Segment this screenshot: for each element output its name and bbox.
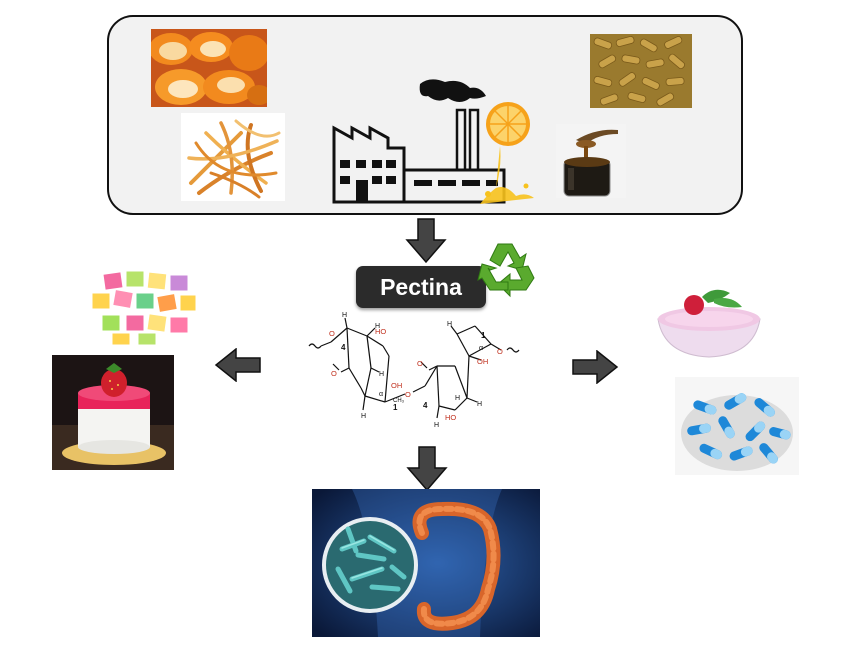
pectin-label: Pectina [356,266,486,308]
methyl-label: CH₃ [393,398,405,404]
molecule-atom-o: O [329,329,335,338]
factory-icon [330,76,535,204]
recycle-icon [476,238,538,298]
molecule-atom-o: O [417,359,423,368]
anomeric-label: α [379,391,383,398]
pectin-molecule-diagram: O O O O HO OH OH HO O H H H H H H H H 4 … [305,306,525,431]
orange-peels-photo [151,29,267,107]
molecule-atom-o: HO [445,413,456,422]
molecule-atom-h: H [455,395,460,402]
anomeric-label: α [479,345,483,352]
ring-number: 4 [423,401,428,410]
dessert-photo [52,355,174,470]
molecule-atom-h: H [375,323,380,330]
arrow-down-icon [406,446,448,492]
gut-microbiota-photo [312,489,540,637]
molasses-jar-photo [556,124,626,198]
molecule-atom-o: O [497,347,503,356]
pellets-photo [590,34,692,108]
molecule-atom-o: O [331,369,337,378]
molecule-atom-o: OH [477,357,488,366]
molecule-atom-h: H [361,413,366,420]
jelly-candies-photo [86,269,202,347]
ring-number: 1 [481,331,486,340]
molecule-atom-h: H [477,401,482,408]
molecule-atom-o: O [405,390,411,399]
molecule-atom-o: HO [375,327,386,336]
arrow-right-icon [571,350,619,384]
arrow-down-icon [405,218,447,264]
capsules-photo [675,377,799,475]
molecule-atom-h: H [342,312,347,319]
molecule-atom-o: OH [391,381,402,390]
ring-number: 4 [341,343,346,352]
molecule-atom-h: H [434,422,439,429]
arrow-left-icon [214,348,262,382]
yogurt-photo [650,275,768,360]
molecule-atom-h: H [447,321,452,328]
ring-number: 1 [393,403,398,412]
molecule-atom-h: H [379,371,384,378]
dried-peel-strips-photo [181,113,285,201]
